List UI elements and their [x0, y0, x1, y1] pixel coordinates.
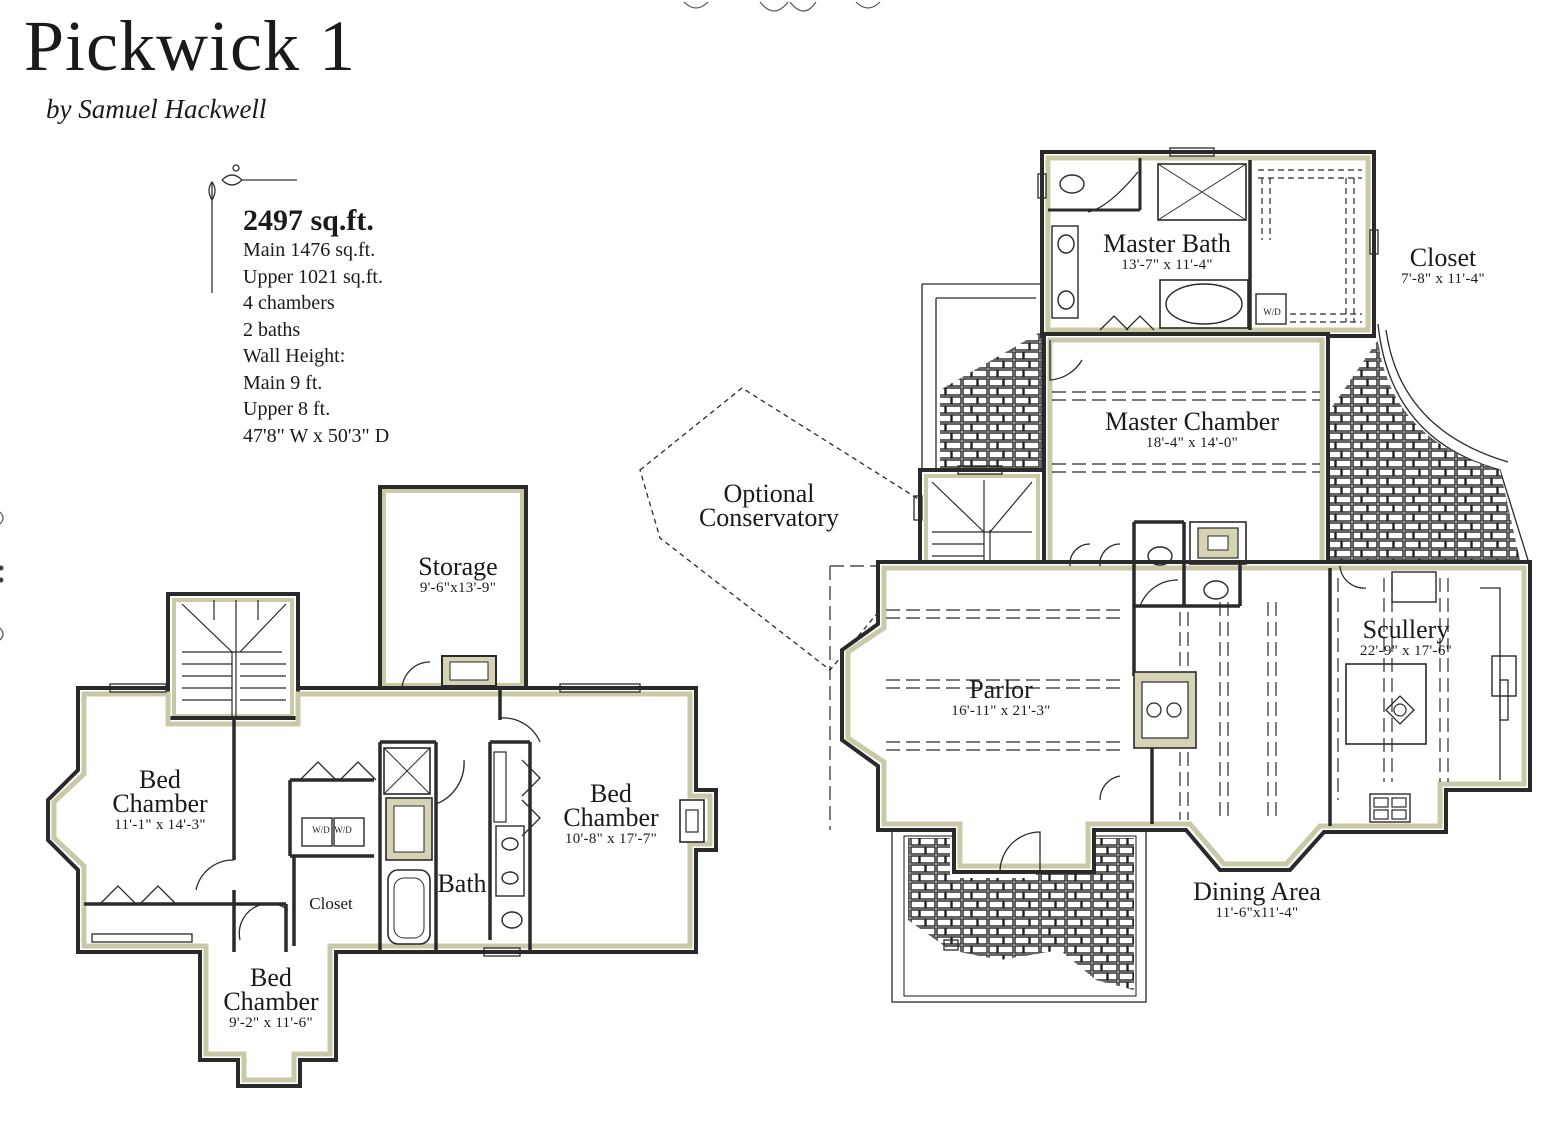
room-closet: Closet [298, 892, 364, 916]
washer-dryer-label: W/D W/D [300, 826, 364, 835]
room-bed-chamber-right: Bed Chamber 10'-8" x 17'-7" [540, 779, 682, 847]
room-optional-conservatory: Optional Conservatory [680, 479, 858, 532]
room-bath: Bath [430, 869, 494, 898]
room-name: Dining Area [1193, 877, 1321, 906]
stat-line: Upper 1021 sq.ft. [243, 265, 383, 288]
room-name: Closet [309, 894, 353, 913]
room-storage: Storage 9'-6"x13'-9" [395, 552, 521, 596]
room-dims: 22'-9" x 17'-6" [1359, 643, 1453, 659]
stats-ornament [208, 164, 297, 293]
room-name: Bed Chamber [223, 963, 319, 1016]
stats-block: 2497 sq.ft. Main 1476 sq.ft. Upper 1021 … [243, 205, 389, 449]
room-dims: 11'-1" x 14'-3" [114, 817, 206, 833]
stats-list: Main 1476 sq.ft. Upper 1021 sq.ft. 4 cha… [243, 237, 389, 449]
room-dims: 18'-4" x 14'-0" [1145, 435, 1239, 451]
room-master-chamber: Master Chamber 18'-4" x 14'-0" [1082, 407, 1302, 451]
washer-dryer-label-main: W/D [1256, 308, 1288, 317]
room-scullery: Scullery 22'-9" x 17'-6" [1340, 615, 1472, 659]
wd-label: W/D [1263, 307, 1281, 317]
stat-line: 47'8" W x 50'3" D [243, 424, 390, 447]
room-name: Closet [1409, 243, 1477, 272]
room-dining-area: Dining Area 11'-6"x11'-4" [1176, 877, 1338, 921]
room-name: Bed Chamber [112, 765, 208, 818]
room-dims: 7'-8" x 11'-4" [1401, 271, 1485, 287]
wd-label: W/D [334, 825, 352, 835]
stat-line: Wall Height: [243, 345, 346, 367]
room-dims: 13'-7" x 11'-4" [1121, 257, 1213, 273]
wd-label: W/D [312, 825, 330, 835]
room-dims: 11'-6"x11'-4" [1215, 905, 1299, 921]
stat-line: Main 1476 sq.ft. [243, 239, 376, 261]
room-bed-chamber-left: Bed Chamber 11'-1" x 14'-3" [90, 765, 230, 833]
room-name: Master Chamber [1104, 407, 1279, 436]
designer-byline: by Samuel Hackwell [46, 94, 267, 124]
room-name: Master Bath [1103, 229, 1231, 258]
room-dims: 9'-6"x13'-9" [419, 580, 497, 596]
room-master-bath: Master Bath 13'-7" x 11'-4" [1082, 229, 1252, 273]
ornament-top [683, 1, 881, 12]
room-name: Storage [418, 552, 498, 581]
room-parlor: Parlor 16'-11" x 21'-3" [924, 675, 1078, 719]
main-floor-plan [639, 147, 1532, 1003]
room-bed-chamber-bottom: Bed Chamber 9'-2" x 11'-6" [206, 963, 336, 1031]
upper-floor-plan [46, 485, 718, 1088]
room-name: Bath [437, 869, 487, 898]
room-closet-main: Closet 7'-8" x 11'-4" [1380, 243, 1506, 287]
stat-line: Upper 8 ft. [243, 398, 331, 420]
room-name: Optional Conservatory [698, 479, 840, 532]
stat-line: 4 chambers [243, 292, 335, 314]
stat-line: 2 baths [243, 318, 301, 341]
room-dims: 10'-8" x 17'-7" [564, 831, 658, 847]
room-dims: 9'-2" x 11'-6" [229, 1015, 313, 1031]
stat-line: Main 9 ft. [243, 371, 323, 394]
room-name: Scullery [1362, 615, 1450, 644]
edge-marks [0, 511, 4, 641]
room-name: Parlor [969, 675, 1033, 704]
room-dims: 16'-11" x 21'-3" [951, 703, 1051, 719]
plan-title: Pickwick 1 [24, 6, 356, 86]
total-area: 2497 sq.ft. [243, 204, 374, 237]
room-name: Bed Chamber [563, 779, 659, 832]
